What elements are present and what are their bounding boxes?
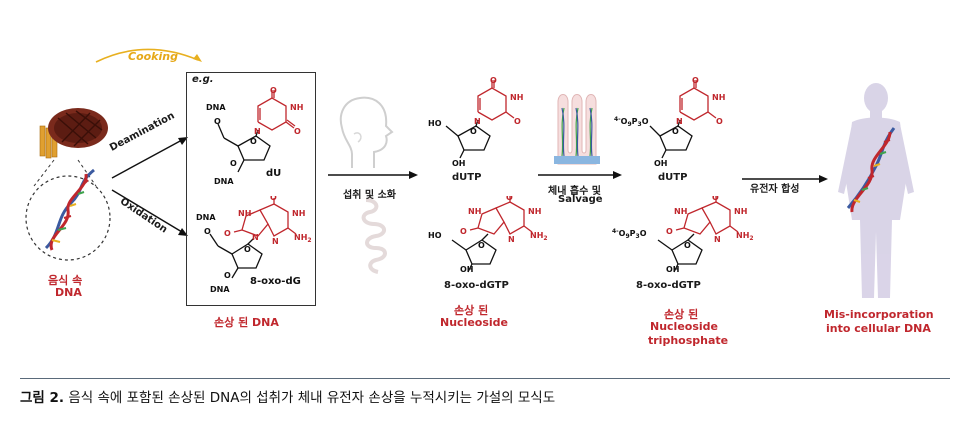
dgtp2-phosphate: 4-O9P3O [612,228,647,240]
oxodg-o-left: O [224,229,231,238]
head-icon [339,96,394,168]
oxodg-dna-top: DNA [196,213,216,222]
synthesis-label: 유전자 합성 [750,184,800,195]
dgtp1-o-top: O [506,196,513,202]
oxodg-nh2: NH2 [294,233,312,244]
dutp1-nh: NH [510,93,523,102]
du-o-top: O [270,86,277,95]
oxodg-o3: O [224,271,231,280]
caption-divider [20,378,950,379]
dutp-triphosphate-structure: O NH O N O 4-O9P3O OH [614,76,725,166]
du-dna-bottom: DNA [214,177,234,186]
dgtp2-nh2: NH2 [736,231,754,242]
oxo-dgtp-label-1: 8-oxo-dGTP [444,280,509,291]
du-n: N [254,127,261,136]
triphosphate-label-2: Nucleoside [650,320,718,333]
dutp2-n: N [676,117,683,126]
dgtp2-nh-left: NH [674,207,687,216]
absorption-arrow [538,171,622,179]
oxo-dgtp-triphosphate-structure: O NH NH O NH2 N O 4-O9P3O OH [612,196,754,274]
dutp-nucleoside-structure: O NH O N O HO OH [428,76,523,166]
food-dna-label-2: DNA [55,286,82,299]
misincorporation-label-2: into cellular DNA [826,322,931,335]
eg-label: e.g. [192,74,214,85]
dutp-label-2: dUTP [658,172,688,183]
dutp2-o-right: O [716,117,723,126]
dgtp1-nh-left: NH [468,207,481,216]
dgtp1-ring-o: O [478,241,485,250]
dutp2-ring-o: O [672,127,679,136]
oxodg-n9: N [252,233,259,242]
intake-label: 섭취 및 소화 [343,190,396,201]
oxo-dgtp-label-2: 8-oxo-dGTP [636,280,701,291]
damaged-nucleoside-label-1: 손상 된 [454,304,489,317]
oxodg-o-top: O [270,196,277,202]
meat-icon [39,108,108,159]
du-structure: O NH O N O O O DNA DNA dU [206,86,303,186]
dgtp1-nh2: NH2 [530,231,548,242]
dgtp2-o-left: O [666,227,673,236]
dgtp1-oh: OH [460,265,474,274]
reaction-arrows [111,137,188,236]
dgtp2-nh-right: NH [734,207,747,216]
dgtp2-n: N [714,235,721,244]
dgtp1-n: N [508,235,515,244]
dgtp1-o-left: O [460,227,467,236]
intake-arrow [328,171,418,179]
caption-prefix: 그림 2. [20,390,65,406]
dutp1-ho: HO [428,119,442,128]
du-o3: O [230,159,237,168]
dutp2-nh: NH [712,93,725,102]
cooking-label: Cooking [128,50,178,63]
dutp-label-1: dUTP [452,172,482,183]
dgtp2-o-top: O [712,196,719,202]
damaged-dna-label: 손상 된 DNA [214,316,279,329]
dutp1-ring-o: O [470,127,477,136]
triphosphate-label-3: triphosphate [648,334,729,347]
damaged-dna-box [186,72,316,306]
dutp1-o-right: O [514,117,521,126]
oxodg-nh-right: NH [292,209,305,218]
villi-icon [554,94,600,165]
du-o5: O [214,117,221,126]
intestine-icon [361,198,387,274]
du-o-right: O [294,127,301,136]
dutp1-oh: OH [452,159,466,166]
oxodg-name: 8-oxo-dG [250,276,301,287]
du-dna-top: DNA [206,103,226,112]
dgtp2-oh: OH [666,265,680,274]
dutp2-oh: OH [654,159,668,166]
synthesis-arrow [742,175,828,183]
dutp1-o-top: O [490,76,497,85]
dgtp1-ho: HO [428,231,442,240]
cooking-arrow [95,48,202,63]
dgtp2-ring-o: O [684,241,691,250]
oxodg-n: N [272,237,279,246]
dna-helix-icon [44,168,95,251]
du-nh: NH [290,103,303,112]
oxodg-o5: O [204,227,211,236]
food-dna-label-1: 음식 속 [48,274,83,287]
oxodg-dna-bottom: DNA [210,285,230,294]
oxo-dgtp-nucleoside-structure: O NH NH O NH2 N O HO OH [428,196,548,274]
absorption-label-2: Salvage [558,194,603,205]
oxodg-ring-o: O [244,245,251,254]
dutp2-phosphate: 4-O9P3O [614,116,649,128]
cellular-dna-helix-icon [846,127,896,213]
human-silhouette-icon [838,83,914,298]
du-name: dU [266,168,281,179]
oxo-dg-structure: O NH NH O NH2 N N O O O DNA DNA 8-oxo-dG [196,196,312,294]
triphosphate-label-1: 손상 된 [664,308,699,321]
du-ring-o: O [250,137,257,146]
figure-caption: 그림 2. 음식 속에 포함된 손상된 DNA의 섭취가 체내 유전자 손상을 … [20,386,555,406]
misincorporation-label-1: Mis-incorporation [824,308,934,321]
caption-text: 음식 속에 포함된 손상된 DNA의 섭취가 체내 유전자 손상을 누적시키는 … [68,390,556,406]
dutp2-o-top: O [692,76,699,85]
oxodg-nh-left: NH [238,209,251,218]
dgtp1-nh-right: NH [528,207,541,216]
food-dna-circle [25,159,111,261]
absorption-label-1: 체내 흡수 및 [548,186,601,197]
dutp1-n: N [474,117,481,126]
damaged-nucleoside-label-2: Nucleoside [440,316,508,329]
